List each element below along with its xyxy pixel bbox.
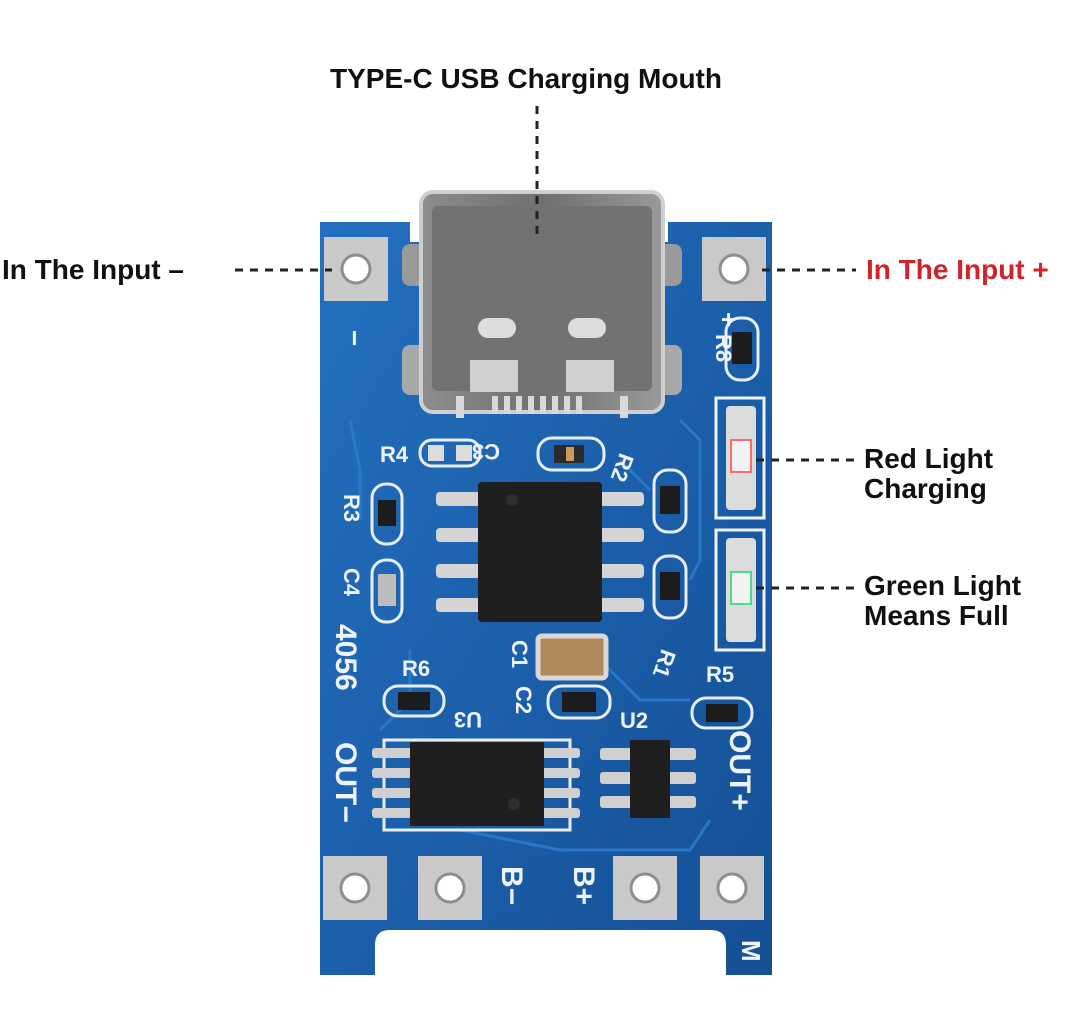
passive-components bbox=[370, 316, 760, 730]
callout-green-light-line2: Means Full bbox=[864, 600, 1009, 631]
silk-minus-top: − bbox=[339, 330, 370, 346]
silk-c1: C1 bbox=[507, 640, 532, 668]
callout-green-light-line1: Green Light bbox=[864, 570, 1022, 601]
silk-b-pos: B+ bbox=[567, 866, 600, 905]
silk-out-pos: OUT+ bbox=[723, 730, 756, 811]
usb-c-connector bbox=[402, 190, 682, 418]
callout-red-light: Red Light Charging bbox=[864, 444, 993, 504]
silk-r8: R8 bbox=[711, 334, 736, 362]
silk-out-neg: OUT− bbox=[329, 742, 362, 823]
silk-r5: R5 bbox=[706, 662, 734, 687]
callout-input-positive: In The Input + bbox=[866, 254, 1049, 285]
silk-r6: R6 bbox=[402, 656, 430, 681]
callout-red-light-line1: Red Light bbox=[864, 443, 994, 474]
callout-usb-charging-mouth: TYPE-C USB Charging Mouth bbox=[330, 63, 722, 94]
passive-bodies bbox=[378, 332, 752, 722]
chip-u1 bbox=[436, 482, 644, 622]
silk-r3: R3 bbox=[339, 494, 364, 522]
silk-c2: C2 bbox=[511, 686, 536, 714]
callout-input-negative: In The Input – bbox=[2, 254, 184, 285]
callout-red-light-line2: Charging bbox=[864, 473, 987, 504]
chip-u3 bbox=[372, 738, 580, 832]
silk-c3: C3 bbox=[472, 439, 500, 464]
silk-b-neg: B− bbox=[495, 866, 528, 905]
leader-lines bbox=[235, 106, 856, 590]
silk-u2: U2 bbox=[620, 708, 648, 733]
led-indicators bbox=[714, 396, 766, 652]
silk-u3: U3 bbox=[454, 707, 482, 732]
silk-model: 4056 bbox=[329, 624, 362, 691]
silk-r4: R4 bbox=[380, 442, 409, 467]
silk-c4: C4 bbox=[339, 568, 364, 597]
terminal-pads bbox=[323, 237, 766, 920]
silk-plus-top: + bbox=[714, 312, 744, 327]
callout-green-light: Green Light Means Full bbox=[864, 571, 1021, 631]
silk-m: M bbox=[736, 940, 766, 962]
chip-u2 bbox=[600, 740, 696, 818]
